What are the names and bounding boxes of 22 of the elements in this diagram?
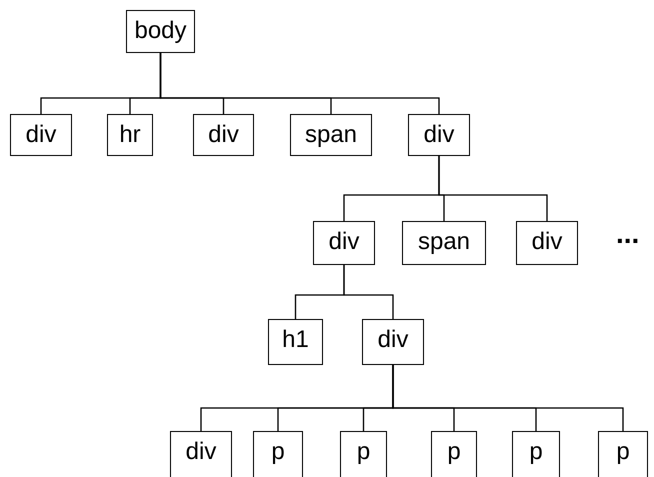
connector-line [392,365,624,431]
element-box: p [512,431,560,477]
element-box: h1 [268,319,323,365]
element-box: body [126,10,195,53]
element-box: div [170,431,232,477]
ellipsis-label: ... [616,218,640,250]
element-box: div [362,319,424,365]
connector-line [438,156,548,221]
element-box: div [313,221,375,265]
element-box: p [598,431,648,477]
element-box: div [193,114,254,156]
element-box: div [408,114,470,156]
connector-line [343,265,394,319]
element-box: span [402,221,486,265]
element-box: p [340,431,387,477]
element-box: p [253,431,303,477]
element-box: hr [107,114,153,156]
element-box: div [516,221,578,265]
element-box: p [431,431,477,477]
element-box: span [290,114,372,156]
connector-line [160,53,440,114]
element-box: div [10,114,72,156]
